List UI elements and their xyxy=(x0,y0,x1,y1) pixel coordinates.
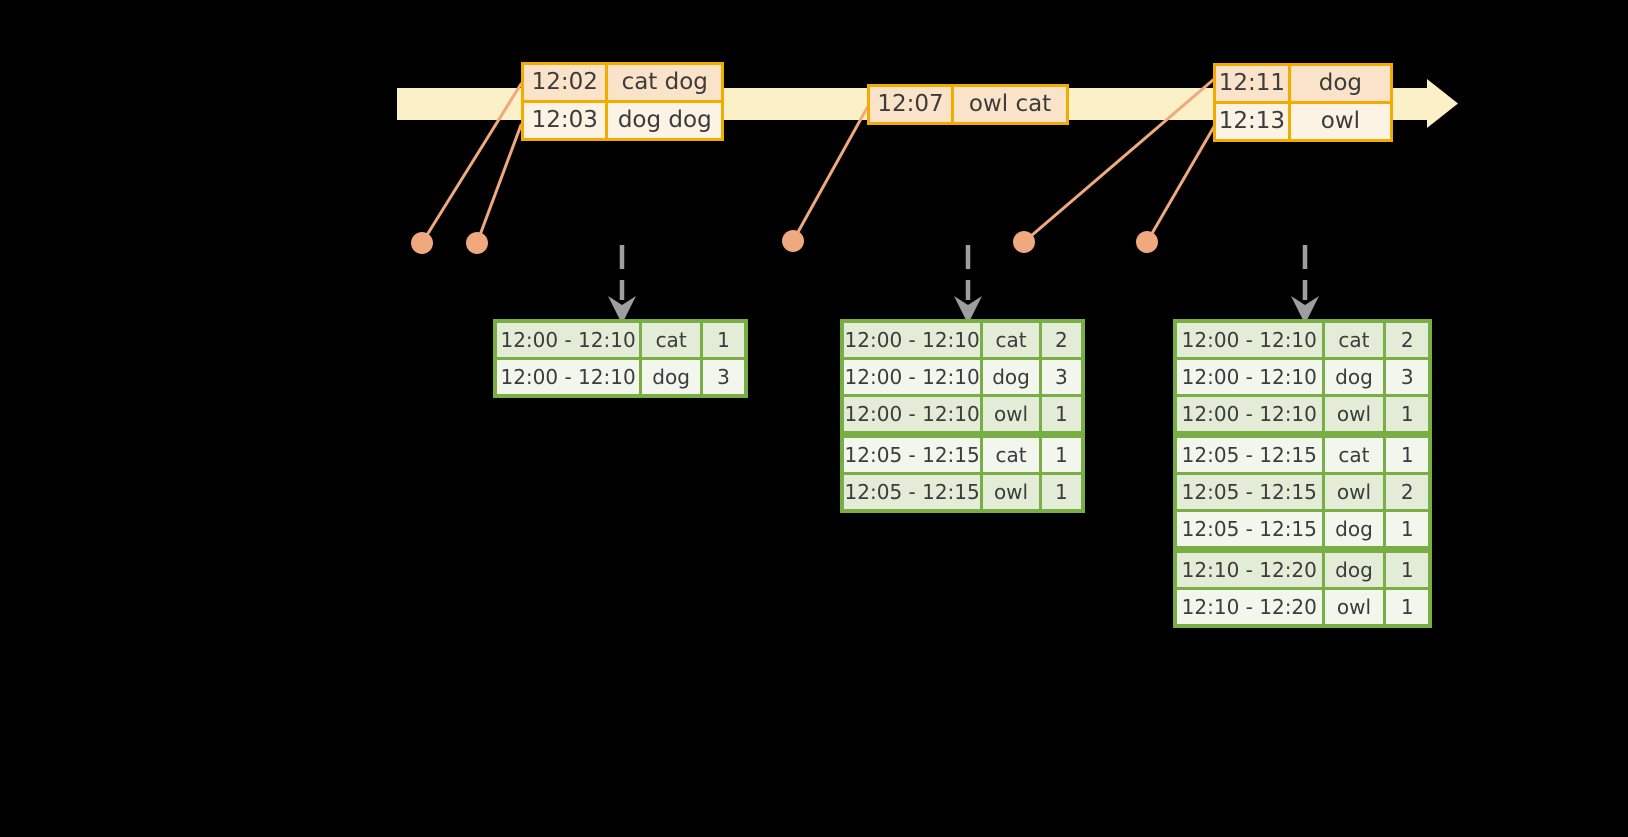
cell-window: 12:00 - 12:10 xyxy=(497,323,640,357)
cell-count: 2 xyxy=(1386,475,1428,509)
trigger-arrowhead-icon xyxy=(608,296,636,324)
cell-count: 3 xyxy=(703,360,744,394)
cell-word: dog xyxy=(1324,553,1384,587)
cell-word: owl xyxy=(1324,475,1384,509)
cell-window: 12:05 - 12:15 xyxy=(1177,475,1322,509)
connector-line xyxy=(1022,78,1215,244)
trigger-arrowhead-icon xyxy=(954,296,982,324)
cell-word: owl xyxy=(1324,590,1384,624)
cell-words: dog dog xyxy=(608,103,721,138)
cell-word: owl xyxy=(1324,397,1384,431)
cell-time: 12:07 xyxy=(870,87,952,122)
cell-count: 1 xyxy=(703,323,744,357)
cell-word: dog xyxy=(642,360,701,394)
cell-window: 12:00 - 12:10 xyxy=(497,360,640,394)
cell-time: 12:02 xyxy=(524,65,606,100)
cell-time: 12:13 xyxy=(1216,104,1288,139)
cell-window: 12:10 - 12:20 xyxy=(1177,553,1322,587)
event-dot xyxy=(782,230,804,252)
cell-window: 12:00 - 12:10 xyxy=(844,397,981,431)
cell-count: 1 xyxy=(1386,438,1428,472)
cell-count: 1 xyxy=(1041,438,1081,472)
cell-word: dog xyxy=(1324,360,1384,394)
cell-count: 2 xyxy=(1041,323,1081,357)
cell-word: cat xyxy=(1324,438,1384,472)
connector-line xyxy=(791,106,869,243)
event-dot xyxy=(1013,231,1035,253)
cell-window: 12:10 - 12:20 xyxy=(1177,590,1322,624)
cell-window: 12:05 - 12:15 xyxy=(1177,512,1322,546)
cell-word: cat xyxy=(642,323,701,357)
cell-time: 12:03 xyxy=(524,103,606,138)
cell-count: 2 xyxy=(1386,323,1428,357)
cell-count: 3 xyxy=(1386,360,1428,394)
cell-time: 12:11 xyxy=(1216,66,1288,101)
cell-count: 1 xyxy=(1386,590,1428,624)
cell-count: 1 xyxy=(1386,553,1428,587)
cell-count: 1 xyxy=(1041,397,1081,431)
cell-words: cat dog xyxy=(608,65,721,100)
cell-count: 3 xyxy=(1041,360,1081,394)
trigger-arrowhead-icon xyxy=(1291,296,1319,324)
cell-count: 1 xyxy=(1386,397,1428,431)
cell-window: 12:00 - 12:10 xyxy=(1177,397,1322,431)
cell-window: 12:00 - 12:10 xyxy=(1177,360,1322,394)
cell-word: owl xyxy=(983,475,1039,509)
cell-word: cat xyxy=(983,438,1039,472)
cell-words: dog xyxy=(1290,66,1390,101)
connector-line xyxy=(420,82,523,245)
cell-word: cat xyxy=(983,323,1039,357)
cell-window: 12:00 - 12:10 xyxy=(844,360,981,394)
cell-count: 1 xyxy=(1386,512,1428,546)
cell-word: owl xyxy=(983,397,1039,431)
cell-window: 12:00 - 12:10 xyxy=(1177,323,1322,357)
cell-window: 12:05 - 12:15 xyxy=(844,475,981,509)
cell-words: owl xyxy=(1290,104,1390,139)
cell-window: 12:00 - 12:10 xyxy=(844,323,981,357)
cell-word: cat xyxy=(1324,323,1384,357)
cell-words: owl cat xyxy=(954,87,1066,122)
cell-word: dog xyxy=(983,360,1039,394)
cell-window: 12:05 - 12:15 xyxy=(844,438,981,472)
connector-line xyxy=(475,123,523,245)
connector-line xyxy=(1145,123,1217,244)
event-dot xyxy=(411,232,433,254)
event-dot xyxy=(1136,231,1158,253)
cell-count: 1 xyxy=(1041,475,1081,509)
cell-word: dog xyxy=(1324,512,1384,546)
cell-window: 12:05 - 12:15 xyxy=(1177,438,1322,472)
event-dot xyxy=(466,232,488,254)
